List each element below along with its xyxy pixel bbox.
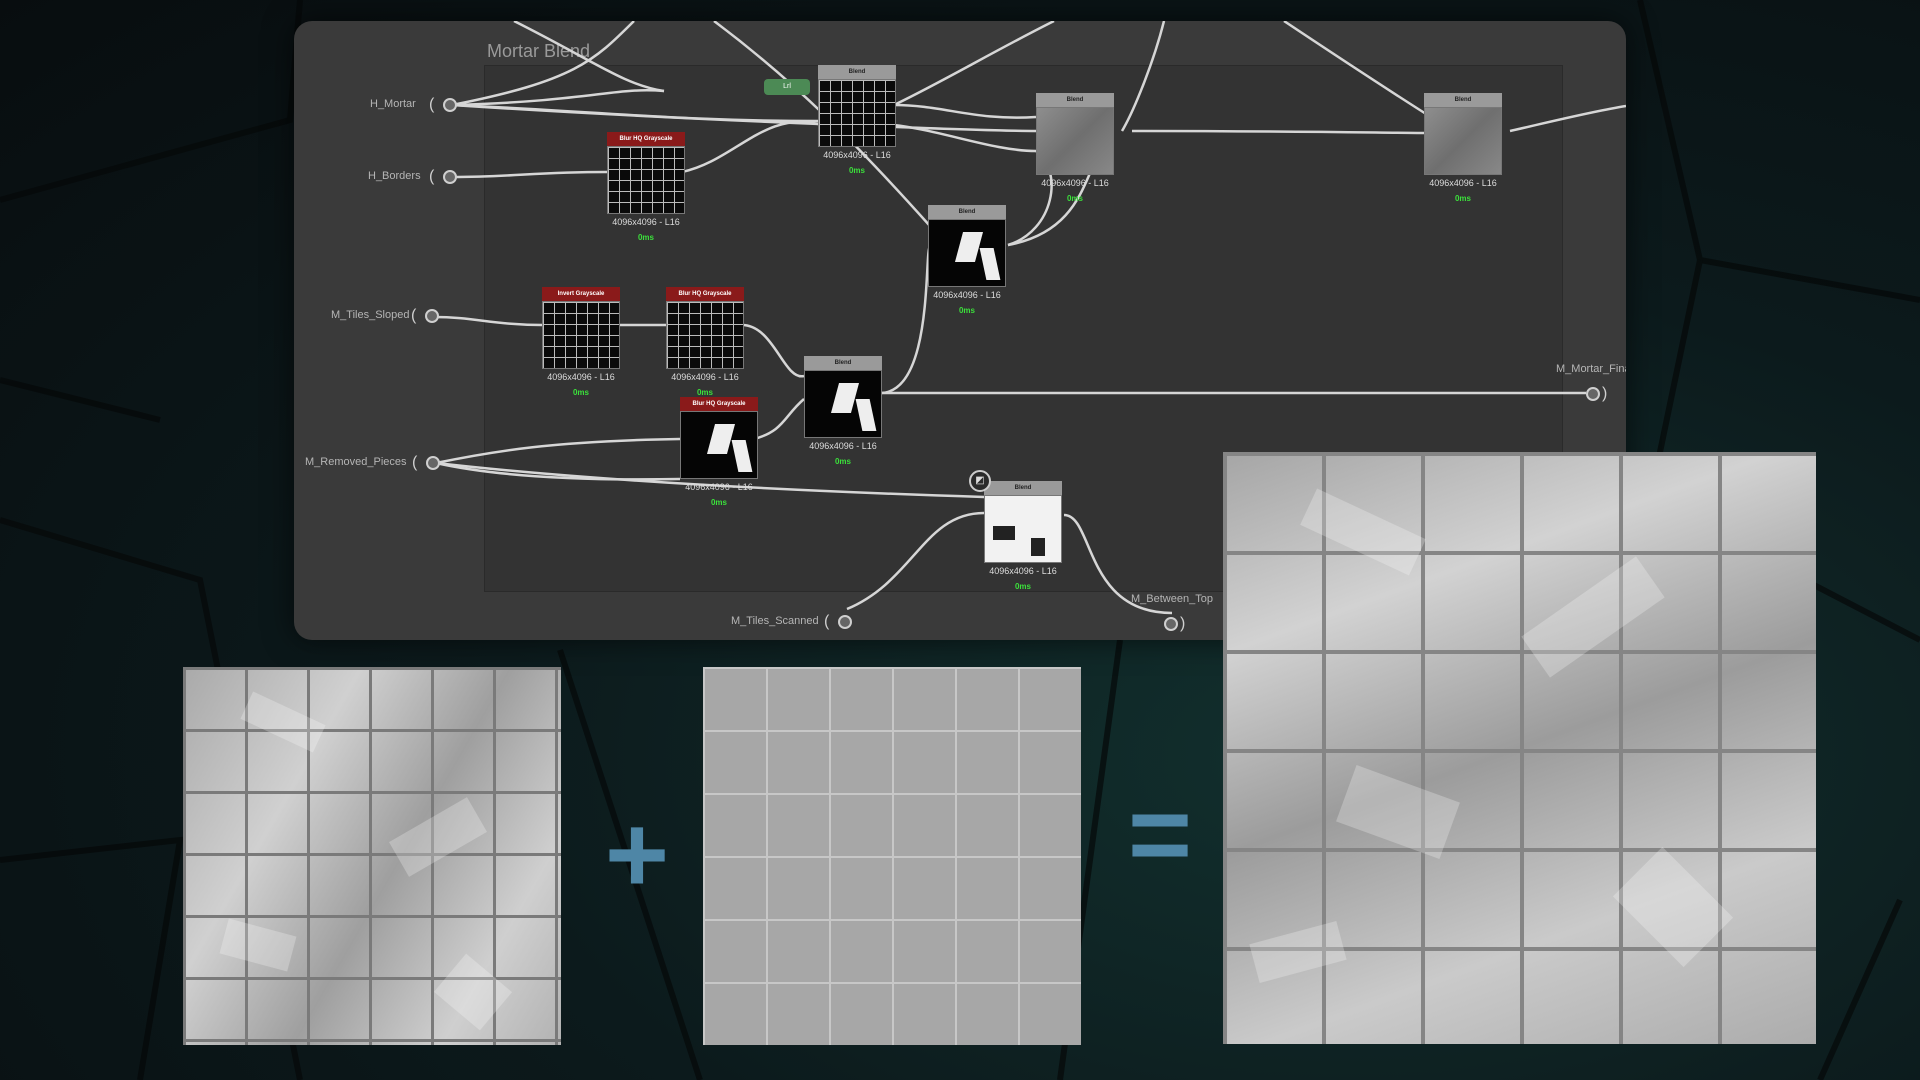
blend-node-right[interactable]: Blend 4096x4096 - L16 0ms bbox=[1424, 93, 1502, 203]
input-port-m-tiles-scanned[interactable] bbox=[838, 615, 852, 629]
node-title: Blur HQ Grayscale bbox=[666, 287, 744, 301]
node-title: Blend bbox=[1424, 93, 1502, 107]
node-timing: 0ms bbox=[572, 388, 589, 397]
node-title: Blur HQ Grayscale bbox=[680, 397, 758, 411]
connection-wires bbox=[433, 21, 1626, 615]
node-timing: 0ms bbox=[848, 166, 865, 175]
output-port-m-between-top[interactable] bbox=[1164, 617, 1178, 631]
node-resolution: 4096x4096 - L16 bbox=[823, 150, 891, 160]
node-thumbnail bbox=[1424, 107, 1502, 175]
input-port-m-tiles-sloped[interactable] bbox=[425, 309, 439, 323]
input-label-m-tiles-scanned: M_Tiles_Scanned bbox=[731, 615, 819, 627]
blend-node-bottom[interactable]: Blend 4096x4096 - L16 0ms bbox=[984, 481, 1062, 591]
node-timing: 0ms bbox=[834, 457, 851, 466]
pin-icon[interactable]: ◩ bbox=[969, 470, 991, 492]
node-title: Invert Grayscale bbox=[542, 287, 620, 301]
node-resolution: 4096x4096 - L16 bbox=[933, 290, 1001, 300]
blend-node-mask[interactable]: Blend 4096x4096 - L16 0ms bbox=[804, 356, 882, 466]
node-timing: 0ms bbox=[637, 233, 654, 242]
input-port-icon: ( bbox=[411, 307, 417, 324]
input-port-icon: ( bbox=[429, 96, 435, 113]
output-label-m-mortar-final: M_Mortar_Final bbox=[1556, 363, 1626, 375]
input-label-m-removed-pieces: M_Removed_Pieces bbox=[305, 456, 407, 468]
input-port-h-borders[interactable] bbox=[443, 170, 457, 184]
node-resolution: 4096x4096 - L16 bbox=[809, 441, 877, 451]
node-title: Blend bbox=[928, 205, 1006, 219]
blend-node-center[interactable]: Blend 4096x4096 - L16 0ms bbox=[928, 205, 1006, 315]
node-title: Blend bbox=[818, 65, 896, 79]
node-thumbnail bbox=[984, 495, 1062, 563]
input-port-icon: ( bbox=[429, 168, 435, 185]
plus-sign: + bbox=[604, 793, 670, 916]
node-thumbnail bbox=[680, 411, 758, 479]
blur-node-sloped[interactable]: Blur HQ Grayscale 4096x4096 - L16 0ms bbox=[666, 287, 744, 397]
input-label-m-tiles-sloped: M_Tiles_Sloped bbox=[331, 309, 410, 321]
texture-preview-mortar bbox=[703, 667, 1081, 1045]
node-resolution: 4096x4096 - L16 bbox=[547, 372, 615, 382]
node-resolution: 4096x4096 - L16 bbox=[1041, 178, 1109, 188]
blur-node-borders[interactable]: Blur HQ Grayscale 4096x4096 - L16 0ms bbox=[607, 132, 685, 242]
node-thumbnail bbox=[666, 301, 744, 369]
texture-preview-result bbox=[1223, 452, 1816, 1044]
output-label-m-between-top: M_Between_Top bbox=[1131, 593, 1213, 605]
lerp-node[interactable]: Lrl bbox=[764, 79, 810, 95]
node-timing: 0ms bbox=[1454, 194, 1471, 203]
node-thumbnail bbox=[607, 146, 685, 214]
node-timing: 0ms bbox=[696, 388, 713, 397]
input-port-icon: ( bbox=[412, 454, 418, 471]
output-port-m-mortar-final[interactable] bbox=[1586, 387, 1600, 401]
node-timing: 0ms bbox=[958, 306, 975, 315]
node-resolution: 4096x4096 - L16 bbox=[989, 566, 1057, 576]
node-thumbnail bbox=[818, 79, 896, 147]
input-port-icon: ( bbox=[824, 613, 830, 630]
node-thumbnail bbox=[1036, 107, 1114, 175]
node-resolution: 4096x4096 - L16 bbox=[612, 217, 680, 227]
blend-node-top[interactable]: Blend 4096x4096 - L16 0ms bbox=[818, 65, 896, 175]
texture-preview-tiles bbox=[183, 667, 561, 1045]
node-thumbnail bbox=[804, 370, 882, 438]
input-label-h-borders: H_Borders bbox=[368, 170, 421, 182]
node-resolution: 4096x4096 - L16 bbox=[671, 372, 739, 382]
equals-sign: = bbox=[1127, 773, 1193, 896]
node-title: Blend bbox=[804, 356, 882, 370]
blend-node-mid-top[interactable]: Blend 4096x4096 - L16 0ms bbox=[1036, 93, 1114, 203]
node-resolution: 4096x4096 - L16 bbox=[1429, 178, 1497, 188]
node-thumbnail bbox=[928, 219, 1006, 287]
invert-node-sloped[interactable]: Invert Grayscale 4096x4096 - L16 0ms bbox=[542, 287, 620, 397]
input-port-h-mortar[interactable] bbox=[443, 98, 457, 112]
node-timing: 0ms bbox=[1014, 582, 1031, 591]
output-port-icon: ) bbox=[1180, 615, 1186, 632]
input-label-h-mortar: H_Mortar bbox=[370, 98, 416, 110]
node-timing: 0ms bbox=[710, 498, 727, 507]
node-graph-panel[interactable]: Mortar Blend bbox=[294, 21, 1626, 640]
node-timing: 0ms bbox=[1066, 194, 1083, 203]
node-title: Blend bbox=[984, 481, 1062, 495]
node-title: Blur HQ Grayscale bbox=[607, 132, 685, 146]
input-port-m-removed-pieces[interactable] bbox=[426, 456, 440, 470]
node-title: Blend bbox=[1036, 93, 1114, 107]
node-resolution: 4096x4096 - L16 bbox=[685, 482, 753, 492]
output-port-icon: ) bbox=[1602, 385, 1608, 402]
node-thumbnail bbox=[542, 301, 620, 369]
blur-node-removed[interactable]: Blur HQ Grayscale 4096x4096 - L16 0ms bbox=[680, 397, 758, 507]
